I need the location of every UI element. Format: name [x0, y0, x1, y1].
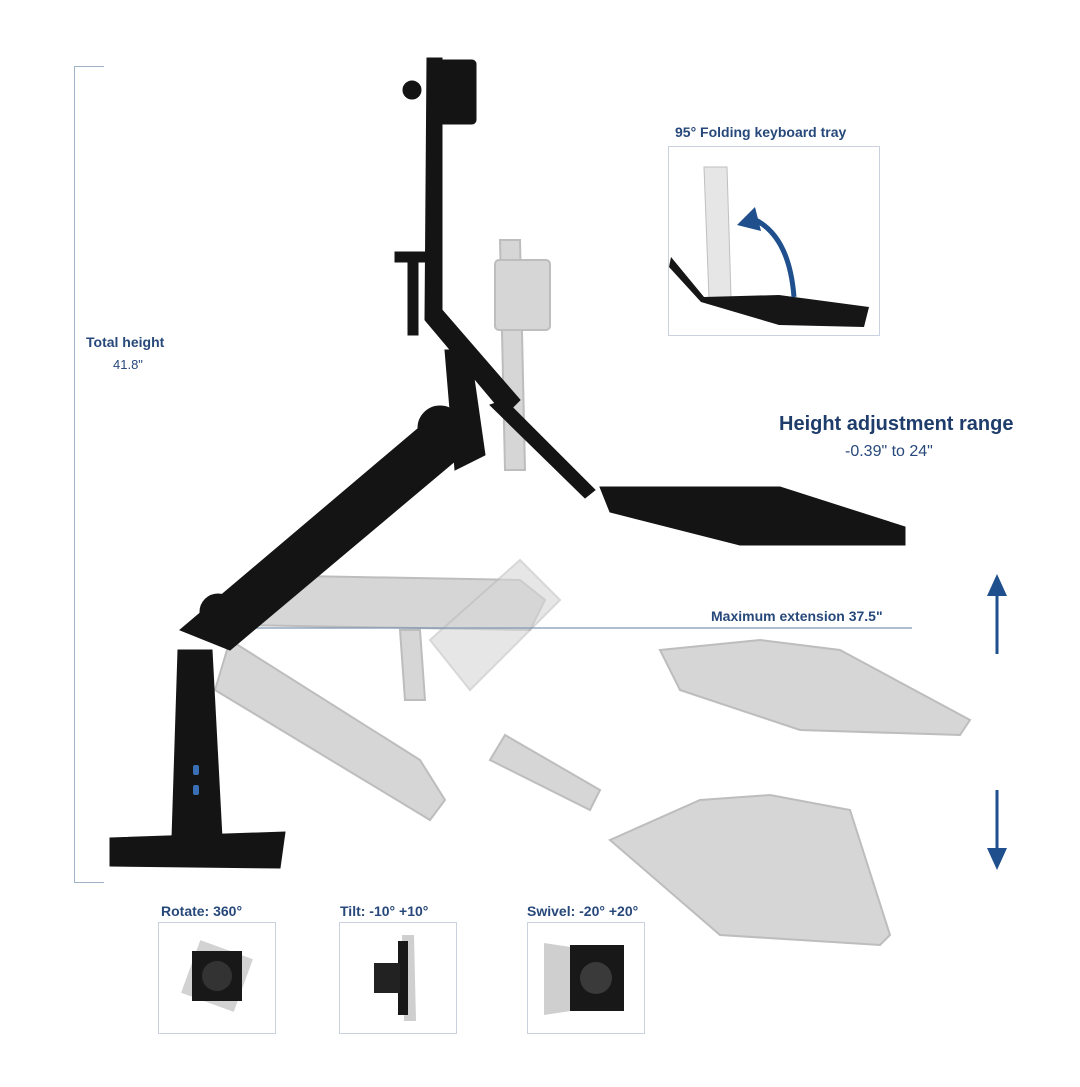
keyboard-tray-inset-image	[669, 166, 869, 327]
total-height-tick-top	[74, 66, 104, 67]
swivel-thumbnail	[527, 922, 645, 1034]
total-height-value: 41.8"	[113, 357, 143, 372]
total-height-bracket	[74, 66, 75, 882]
swivel-label: Swivel: -20° +20°	[527, 903, 639, 919]
down-arrow-icon	[987, 790, 1007, 870]
keyboard-tray-inset	[668, 146, 880, 336]
max-extension-label: Maximum extension 37.5"	[711, 608, 883, 624]
tilt-label: Tilt: -10° +10°	[340, 903, 429, 919]
up-arrow-icon	[987, 574, 1007, 654]
total-height-tick-bottom	[74, 882, 104, 883]
tilt-icon	[374, 935, 416, 1021]
curved-arrow-icon	[737, 207, 761, 231]
rotate-thumbnail	[158, 922, 276, 1034]
keyboard-tray-label: 95° Folding keyboard tray	[675, 124, 847, 140]
product	[109, 57, 906, 869]
height-range-title: Height adjustment range	[779, 413, 1014, 435]
rotate-label: Rotate: 360°	[161, 903, 243, 919]
rotate-icon	[181, 940, 253, 1012]
total-height-title: Total height	[86, 334, 165, 350]
ghost-positions	[213, 239, 972, 947]
height-range-value: -0.39" to 24"	[845, 443, 933, 460]
swivel-icon	[544, 943, 624, 1015]
tilt-thumbnail	[339, 922, 457, 1034]
